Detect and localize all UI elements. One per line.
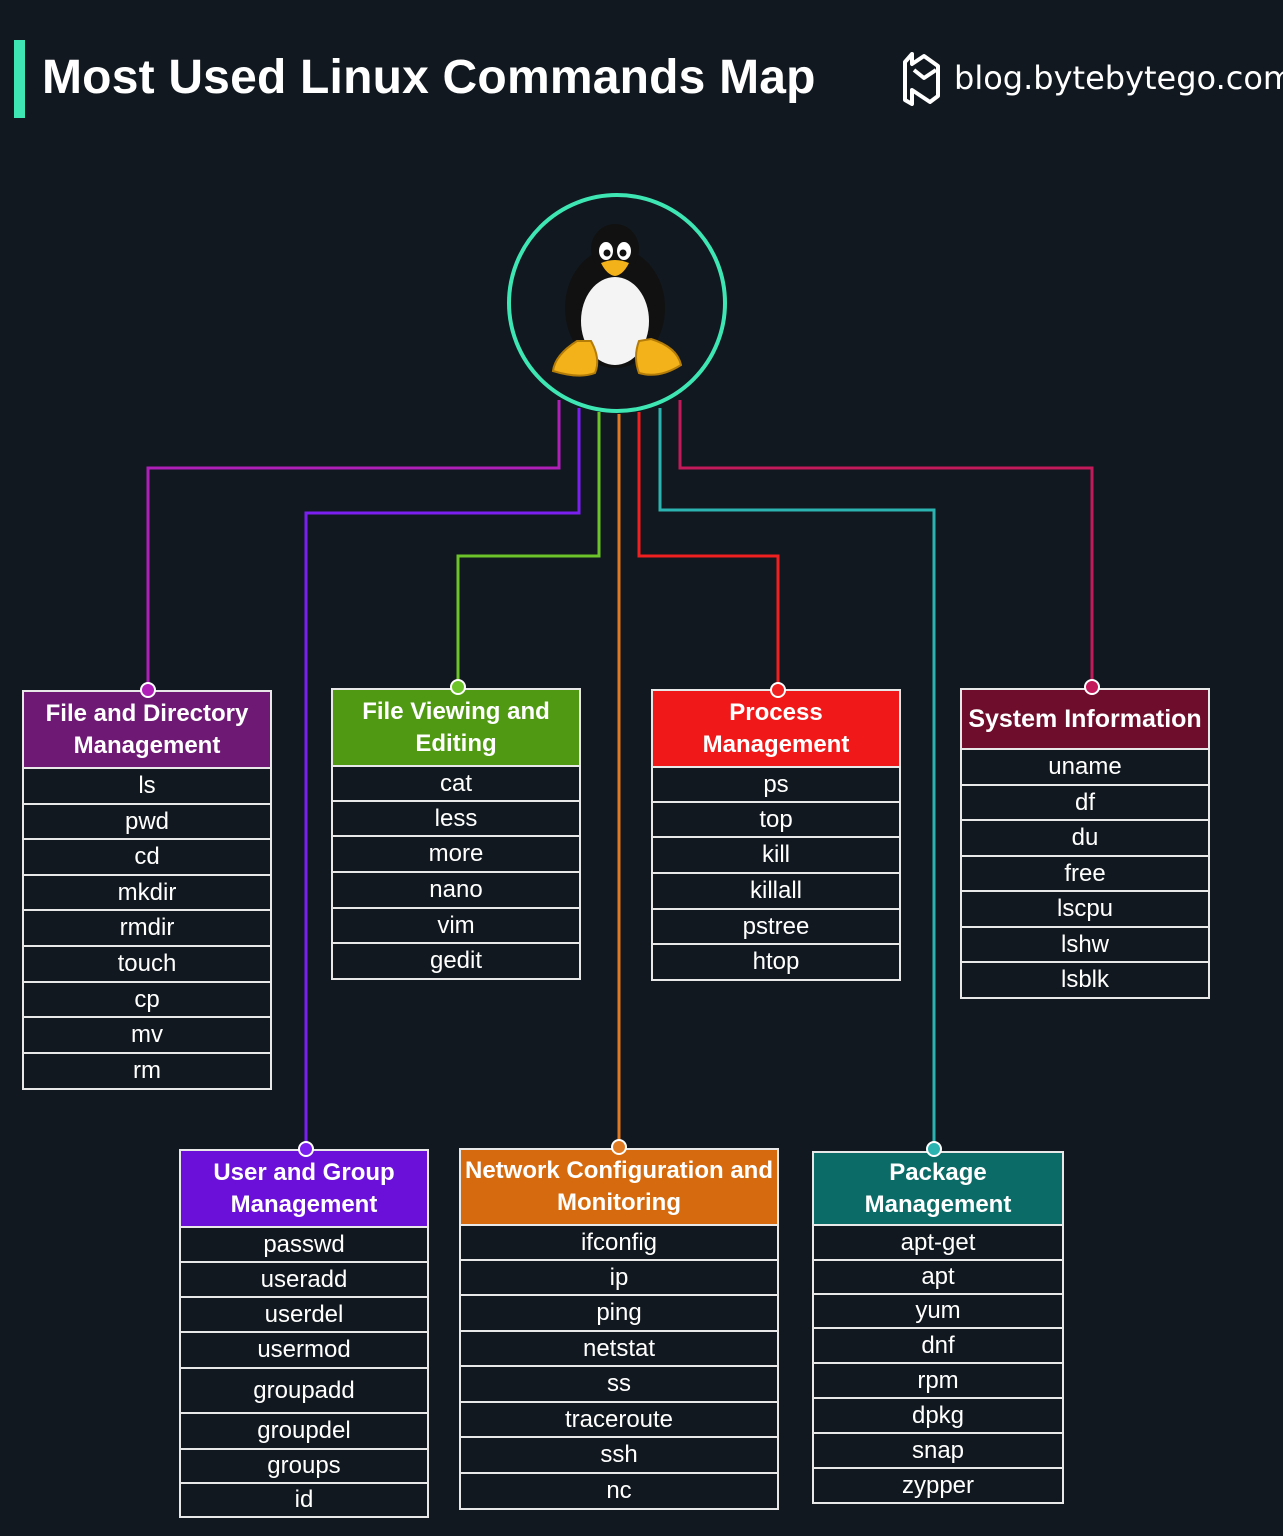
category-file-dir: File and Directory Management ls pwd cd …	[22, 690, 272, 1090]
wire-sysinfo	[678, 400, 1094, 688]
command-item: gedit	[429, 947, 483, 974]
command-item: apt	[814, 1261, 1062, 1295]
category-sysinfo-title: System Information	[962, 690, 1208, 750]
category-file-dir-title: File and Directory Management	[24, 692, 270, 769]
linux-hub	[507, 193, 727, 413]
command-item: kill	[653, 838, 899, 874]
command-item: free	[962, 857, 1208, 892]
command-item: groups	[181, 1450, 427, 1484]
command-item: lshw	[962, 928, 1208, 963]
command-item: useradd	[181, 1263, 427, 1298]
brand[interactable]: blog.bytebytego.com	[900, 48, 1283, 108]
command-item: du	[962, 821, 1208, 857]
command-item: snap	[814, 1434, 1062, 1469]
command-item: ls	[24, 769, 270, 805]
command-item: top	[653, 803, 899, 838]
connector-dot-file-dir	[140, 682, 156, 698]
command-item: rm	[133, 1057, 161, 1084]
command-item: dnf	[814, 1329, 1062, 1364]
command-item: cd	[24, 840, 270, 876]
command-item: ifconfig	[461, 1226, 777, 1261]
command-item: mv	[24, 1018, 270, 1054]
command-item: ssh	[461, 1438, 777, 1474]
command-item: groupadd	[181, 1369, 427, 1414]
category-network: Network Configuration and Monitoring ifc…	[459, 1148, 779, 1510]
wire-package	[658, 408, 936, 1149]
category-sysinfo: System Information uname df du free lscp…	[960, 688, 1210, 999]
command-item: groupdel	[181, 1414, 427, 1450]
category-user-group: User and Group Management passwd useradd…	[179, 1149, 429, 1518]
wire-file-view	[456, 412, 601, 688]
category-user-group-title: User and Group Management	[181, 1151, 427, 1228]
connector-dot-sysinfo	[1084, 679, 1100, 695]
command-item: ss	[461, 1367, 777, 1403]
category-process: Process Management ps top kill killall p…	[651, 689, 901, 981]
brand-url: blog.bytebytego.com	[954, 59, 1283, 97]
command-item: less	[333, 802, 579, 837]
command-item: ip	[461, 1261, 777, 1296]
title-accent-bar	[14, 40, 25, 118]
command-item: nano	[333, 873, 579, 909]
command-item: lsblk	[1060, 966, 1109, 993]
command-item: ps	[653, 768, 899, 803]
command-item: vim	[333, 909, 579, 944]
command-item: htop	[752, 948, 800, 975]
command-item: killall	[653, 874, 899, 910]
connector-dot-package	[926, 1141, 942, 1157]
wire-file-dir	[146, 400, 561, 690]
command-item: uname	[962, 750, 1208, 786]
category-package-title: Package Management	[814, 1153, 1062, 1226]
command-item: yum	[814, 1295, 1062, 1329]
command-item: pwd	[24, 805, 270, 840]
command-item: rpm	[814, 1364, 1062, 1399]
category-process-title: Process Management	[653, 691, 899, 768]
command-item: touch	[24, 947, 270, 983]
connector-dot-user-group	[298, 1141, 314, 1157]
connector-dot-file-view	[450, 679, 466, 695]
command-item: df	[962, 786, 1208, 821]
command-item: nc	[606, 1477, 632, 1504]
tux-penguin-icon	[551, 224, 683, 377]
command-item: more	[333, 837, 579, 873]
category-package: Package Management apt-get apt yum dnf r…	[812, 1151, 1064, 1504]
command-item: userdel	[181, 1298, 427, 1333]
wire-user-group	[304, 408, 581, 1150]
bytebytego-logo-icon	[903, 52, 940, 106]
command-item: mkdir	[24, 876, 270, 911]
command-item: cp	[24, 983, 270, 1018]
command-item: dpkg	[814, 1399, 1062, 1434]
command-item: lscpu	[962, 892, 1208, 928]
command-item: traceroute	[461, 1403, 777, 1438]
command-item: pstree	[653, 910, 899, 945]
command-item: apt-get	[814, 1226, 1062, 1261]
connector-dot-process	[770, 682, 786, 698]
command-item: passwd	[181, 1228, 427, 1263]
command-item: netstat	[461, 1332, 777, 1367]
connector-dot-network	[611, 1139, 627, 1155]
command-item: ping	[461, 1296, 777, 1332]
command-item: zypper	[901, 1471, 975, 1499]
category-file-view-title: File Viewing and Editing	[333, 690, 579, 767]
command-item: rmdir	[24, 911, 270, 947]
category-file-view: File Viewing and Editing cat less more n…	[331, 688, 581, 980]
command-item: cat	[333, 767, 579, 802]
command-item: id	[294, 1486, 314, 1513]
category-network-title: Network Configuration and Monitoring	[461, 1150, 777, 1226]
command-item: usermod	[181, 1333, 427, 1369]
wire-process	[637, 412, 780, 690]
page-title: Most Used Linux Commands Map	[42, 51, 816, 104]
